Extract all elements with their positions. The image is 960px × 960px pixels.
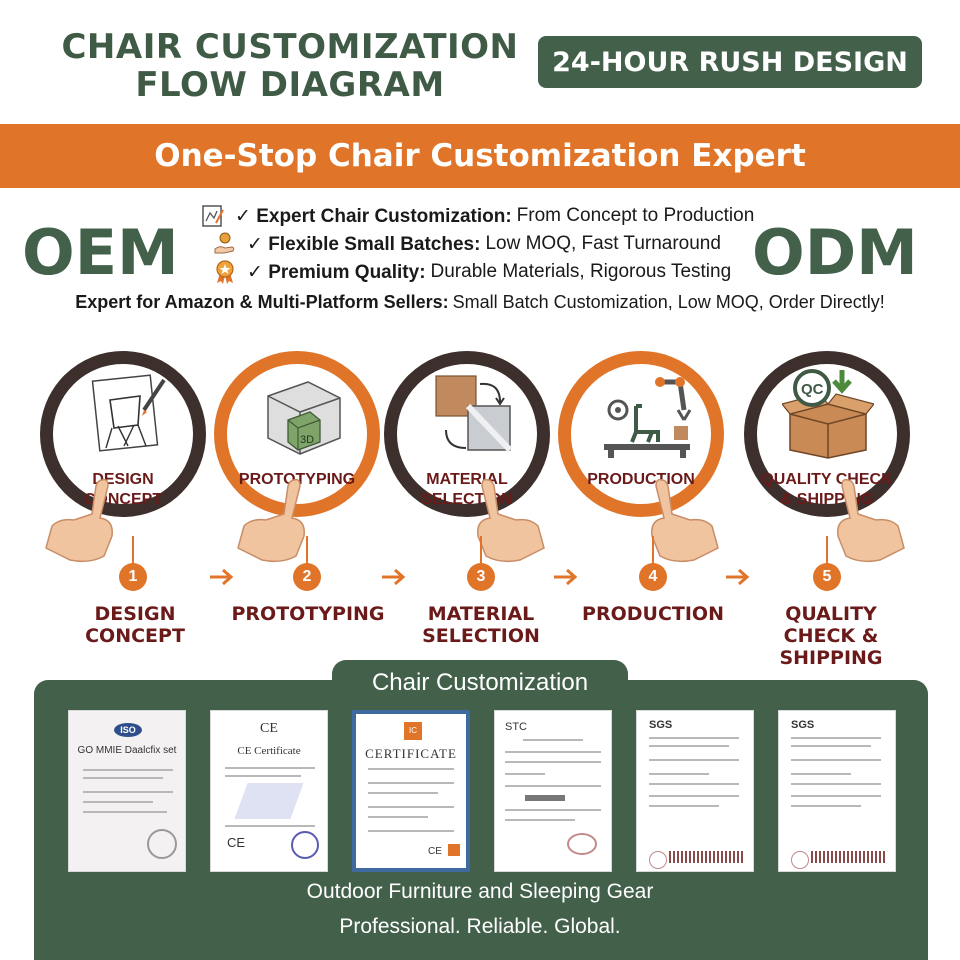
step-title-line: SHIPPING [779,647,883,669]
certificate-iso: ISO GO MMIE Daalcfix set [68,710,186,872]
stc-logo: STC [505,721,527,733]
step-connector [132,536,134,566]
cube-3d-label: 3D [300,434,314,446]
qc-label: QC [801,381,824,398]
expert-banner: One-Stop Chair Customization Expert [0,124,960,188]
feature-item: ✓ Flexible Small Batches: Low MOQ, Fast … [212,230,772,258]
circle-label-line: QUALITY CHECK [761,471,893,488]
footer-tagline: Outdoor Furniture and Sleeping Gear [306,880,654,903]
blueprint-icon [202,205,224,227]
feature-item: ✓ Expert Chair Customization: From Conce… [200,202,760,230]
odm-label: ODM [752,216,918,289]
step-title: MATERIAL SELECTION [386,603,576,647]
step-number: 1 [119,563,147,591]
title-line-2: FLOW DIAGRAM [135,65,445,105]
arrow-right-icon [554,568,578,586]
subline-text: Small Batch Customization, Low MOQ, Orde… [452,292,885,312]
certificate-sgs-2: SGS [778,710,896,872]
award-ribbon-icon [216,260,234,284]
step-title-line: MATERIAL [427,603,535,625]
arrow-right-icon [726,568,750,586]
chair-sketch-icon [91,374,166,452]
certificate-caption: CE Certificate [237,745,301,757]
certificate-stc: STC [494,710,612,872]
subline-bold: Expert for Amazon & Multi-Platform Selle… [75,292,449,312]
footer-slogan: Professional. Reliable. Global. [339,915,621,938]
title-line-1: CHAIR CUSTOMIZATION [61,27,519,67]
pointing-hand-icon [237,478,305,563]
step-title-line: DESIGN [94,603,176,625]
step-number: 5 [813,563,841,591]
step-number: 3 [467,563,495,591]
step-title: PRODUCTION [558,603,748,625]
sgs-logo: SGS [791,719,815,731]
step-connector [480,536,482,566]
certificate-ce: CE CE Certificate CE [210,710,328,872]
step-title-line: PRODUCTION [582,603,724,625]
certificate-caption: GO MMIE Daalcfix set [77,745,177,756]
feature-bold: ✓ Premium Quality: [247,261,426,283]
pointing-hand-icon [45,478,113,563]
step-title-line: CHECK & [783,625,879,647]
sgs-logo: SGS [649,719,673,731]
ic-logo: IC [404,722,422,740]
certificate-ic: IC CERTIFICATE CE [352,710,470,872]
feature-bold: ✓ Flexible Small Batches: [247,233,481,255]
robot-arm-icon [604,377,692,458]
certificate-sgs: SGS [636,710,754,872]
step-connector [826,536,828,566]
seller-subline: Expert for Amazon & Multi-Platform Selle… [0,292,960,313]
step-title: PROTOTYPING [213,603,403,625]
qc-box-icon: QC [782,369,874,459]
pointing-hand-icon [651,478,719,563]
step-number: 4 [639,563,667,591]
step-title-line: QUALITY [785,603,877,625]
step-connector [306,536,308,566]
arrow-right-icon [382,568,406,586]
hand-coin-icon [214,232,235,254]
feature-text: From Concept to Production [516,205,755,226]
step-title-line: SELECTION [422,625,540,647]
step-title: QUALITY CHECK & SHIPPING [736,603,926,669]
step-connector [652,536,654,566]
certificate-caption: CERTIFICATE [365,746,457,761]
pointing-hand-icon [477,478,545,563]
page-title: CHAIR CUSTOMIZATION FLOW DIAGRAM [40,28,540,104]
step-title-line: PROTOTYPING [231,603,385,625]
feature-text: Durable Materials, Rigorous Testing [430,261,732,282]
arrow-right-icon [210,568,234,586]
pointing-hand-icon [837,478,905,563]
3d-cube-icon: 3D [267,381,341,455]
feature-bold: ✓ Expert Chair Customization: [235,205,512,227]
rush-design-badge: 24-HOUR RUSH DESIGN [538,36,922,88]
feature-text: Low MOQ, Fast Turnaround [485,233,721,254]
iso-logo: ISO [114,723,142,737]
fabric-swatch-icon [435,375,513,453]
step-title-line: CONCEPT [85,625,185,647]
ce-logo: CE [260,721,278,736]
feature-item: ✓ Premium Quality: Durable Materials, Ri… [212,258,772,286]
oem-label: OEM [22,216,179,289]
step-title: DESIGN CONCEPT [40,603,230,647]
step-number: 2 [293,563,321,591]
certificate-section-title: Chair Customization [332,660,628,706]
